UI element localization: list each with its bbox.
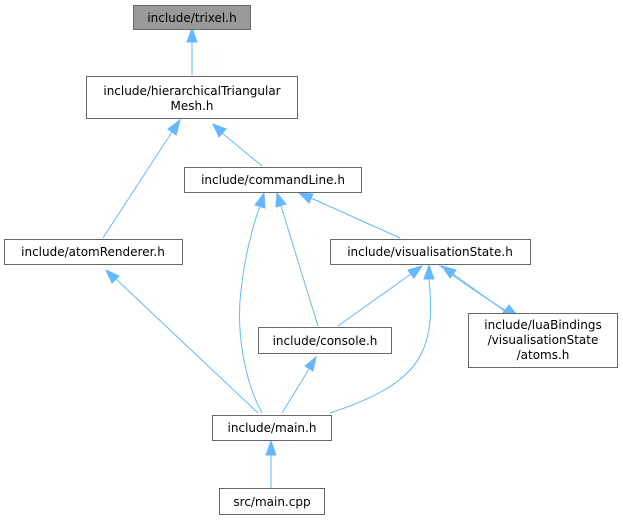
node-lua-bindings-atoms[interactable]: include/luaBindings /visualisationState … xyxy=(468,313,618,368)
node-htm-label-line2: Mesh.h xyxy=(170,99,213,113)
node-atom-renderer-label: include/atomRenderer.h xyxy=(21,245,165,259)
node-trixel-label: include/trixel.h xyxy=(147,11,236,25)
node-lua-atoms-label-line1: include/luaBindings xyxy=(484,318,601,332)
node-visualisation-state[interactable]: include/visualisationState.h xyxy=(330,239,531,265)
node-atom-renderer[interactable]: include/atomRenderer.h xyxy=(4,239,183,265)
edge-mainh-to-commandline xyxy=(239,191,266,414)
node-console[interactable]: include/console.h xyxy=(258,327,392,354)
node-console-label: include/console.h xyxy=(273,334,378,348)
edge-mainh-to-console xyxy=(281,355,317,414)
edge-atomrenderer-to-htm xyxy=(102,118,181,239)
node-main-cpp[interactable]: src/main.cpp xyxy=(219,488,325,515)
node-hierarchical-triangular-mesh[interactable]: include/hierarchicalTriangular Mesh.h xyxy=(86,76,298,119)
edge-mainh-to-atomrenderer xyxy=(104,268,259,414)
node-htm-label-line1: include/hierarchicalTriangular xyxy=(103,84,280,98)
edge-mainh-to-visstate xyxy=(329,263,435,414)
node-command-line-label: include/commandLine.h xyxy=(201,173,345,187)
edge-visstate-to-commandline xyxy=(297,192,401,239)
edge-console-to-commandline xyxy=(275,191,319,327)
edge-commandline-to-htm xyxy=(212,123,263,167)
node-trixel[interactable]: include/trixel.h xyxy=(133,5,251,30)
node-visualisation-state-label: include/visualisationState.h xyxy=(347,245,513,259)
node-lua-atoms-label-line2: /visualisationState xyxy=(488,333,599,347)
node-main-cpp-label: src/main.cpp xyxy=(233,495,310,509)
node-main-h[interactable]: include/main.h xyxy=(212,415,332,441)
node-lua-atoms-label-line3: /atoms.h xyxy=(517,348,570,362)
edge-console-to-visstate xyxy=(337,265,424,327)
node-command-line[interactable]: include/commandLine.h xyxy=(184,167,362,193)
node-main-h-label: include/main.h xyxy=(228,421,317,435)
edge-htm-to-trixel xyxy=(186,26,198,75)
edge-maincpp-to-mainh xyxy=(265,439,277,488)
